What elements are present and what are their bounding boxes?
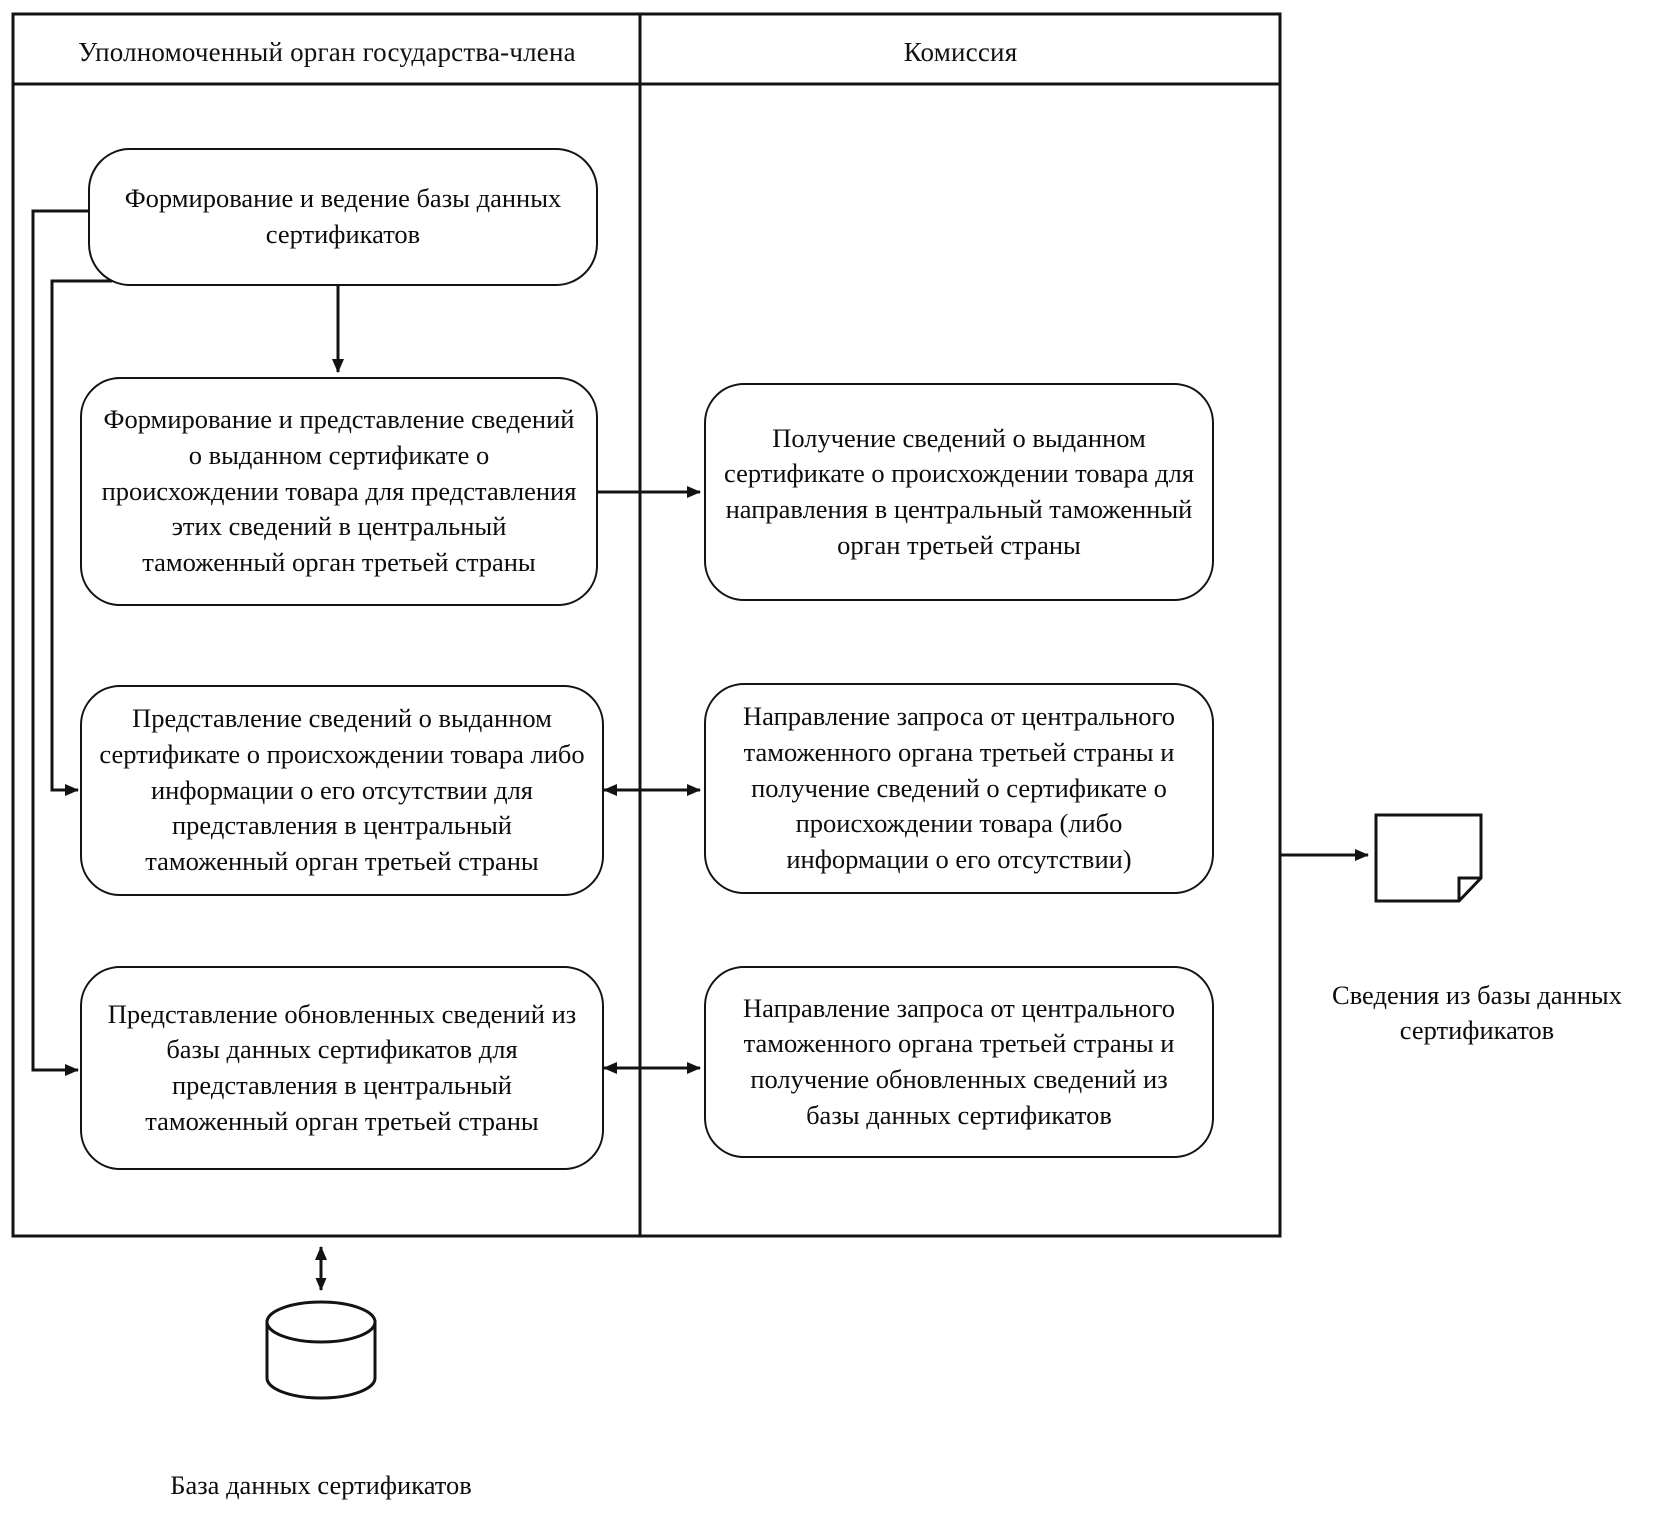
document-icon (1374, 813, 1483, 903)
node-request-and-receive-updated-label: Направление запроса от центрального тамо… (743, 992, 1175, 1130)
connector-db-to-submit-info (50, 279, 112, 796)
node-receive-info-label: Получение сведений о выданном сертификат… (723, 422, 1195, 560)
caption-certificates-data-document: Сведения из базы данных сертификатов (1332, 980, 1622, 1045)
node-submit-updated[interactable]: Представление обновленных сведений из ба… (80, 966, 604, 1170)
node-db-maintenance[interactable]: Формирование и ведение базы данных серти… (88, 148, 598, 286)
node-db-maintenance-label: Формирование и ведение базы данных серти… (124, 183, 562, 249)
node-submit-info-label: Представление сведений о выданном сертиф… (99, 703, 585, 876)
connector-db-to-submit-updated (31, 209, 97, 1076)
node-request-and-receive[interactable]: Направление запроса от центрального тамо… (704, 683, 1214, 894)
caption-certificates-database: База данных сертификатов (170, 1470, 472, 1500)
node-request-and-receive-updated[interactable]: Направление запроса от центрального тамо… (704, 966, 1214, 1158)
node-submit-info[interactable]: Представление сведений о выданном сертиф… (80, 685, 604, 896)
node-receive-info[interactable]: Получение сведений о выданном сертификат… (704, 383, 1214, 601)
database-cylinder-icon (265, 1300, 377, 1400)
node-request-and-receive-label: Направление запроса от центрального тамо… (743, 701, 1175, 874)
lane-header-commission: Комиссия (903, 37, 1018, 67)
lane-header-member-state-authority: Уполномоченный орган государства-члена (78, 37, 576, 67)
node-issue-and-submit-label: Формирование и представление сведений о … (101, 404, 577, 577)
node-submit-updated-label: Представление обновленных сведений из ба… (107, 998, 577, 1136)
node-issue-and-submit[interactable]: Формирование и представление сведений о … (80, 377, 598, 606)
pool-frame (11, 12, 1282, 1238)
